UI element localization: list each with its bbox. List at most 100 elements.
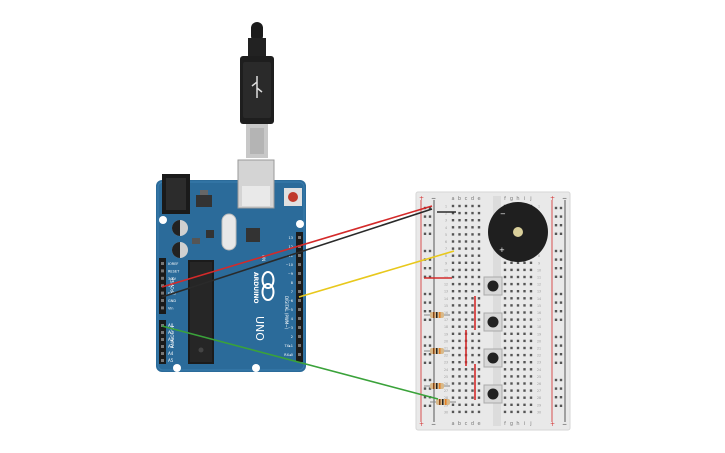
breadboard-hole[interactable] (471, 204, 474, 208)
breadboard-hole[interactable] (529, 368, 533, 371)
breadboard-hole[interactable] (503, 361, 507, 364)
breadboard-hole[interactable] (523, 382, 526, 385)
breadboard-hole[interactable] (523, 339, 526, 343)
power-pin[interactable] (161, 284, 164, 288)
rail-hole[interactable] (423, 353, 427, 356)
breadboard-hole[interactable] (477, 268, 481, 272)
breadboard-hole[interactable] (464, 254, 468, 257)
breadboard-hole[interactable] (471, 332, 474, 335)
breadboard-hole[interactable] (477, 332, 481, 335)
breadboard-hole[interactable] (516, 346, 520, 350)
digital-pin[interactable] (298, 308, 301, 311)
breadboard-hole[interactable] (458, 211, 461, 215)
power-pin[interactable] (161, 269, 164, 273)
breadboard-hole[interactable] (471, 268, 474, 272)
digital-pin[interactable] (298, 281, 301, 284)
rail-hole[interactable] (554, 318, 558, 321)
breadboard-hole[interactable] (529, 275, 533, 279)
push-button[interactable] (483, 384, 503, 404)
breadboard-hole[interactable] (451, 318, 455, 321)
breadboard-hole[interactable] (458, 353, 461, 357)
breadboard-hole[interactable] (464, 233, 468, 236)
breadboard-hole[interactable] (471, 403, 474, 406)
breadboard-hole[interactable] (516, 361, 520, 364)
rail-hole[interactable] (428, 404, 432, 407)
breadboard-hole[interactable] (477, 297, 481, 300)
rail-hole[interactable] (423, 344, 427, 347)
breadboard-hole[interactable] (510, 361, 513, 364)
breadboard-hole[interactable] (477, 368, 481, 371)
breadboard-hole[interactable] (477, 275, 481, 279)
breadboard-hole[interactable] (529, 290, 533, 293)
digital-pin[interactable] (298, 326, 301, 329)
breadboard-hole[interactable] (464, 240, 468, 243)
breadboard-hole[interactable] (458, 297, 461, 300)
breadboard-hole[interactable] (503, 282, 507, 286)
rail-hole[interactable] (554, 206, 558, 210)
breadboard-hole[interactable] (503, 368, 507, 371)
breadboard-hole[interactable] (516, 297, 520, 300)
breadboard-hole[interactable] (464, 297, 468, 300)
power-pin[interactable] (161, 276, 164, 280)
wire-pin9-yellow[interactable] (298, 250, 455, 298)
breadboard-hole[interactable] (451, 410, 455, 414)
breadboard-hole[interactable] (523, 282, 526, 286)
analog-pin[interactable] (161, 359, 164, 362)
breadboard-hole[interactable] (510, 382, 513, 385)
breadboard-hole[interactable] (477, 318, 481, 321)
rail-hole[interactable] (559, 224, 563, 227)
breadboard-hole[interactable] (471, 339, 474, 343)
breadboard-hole[interactable] (510, 389, 513, 392)
rail-hole[interactable] (554, 335, 558, 339)
breadboard-hole[interactable] (471, 382, 474, 385)
breadboard-hole[interactable] (477, 261, 481, 264)
breadboard-hole[interactable] (529, 325, 533, 328)
rail-hole[interactable] (554, 215, 558, 218)
breadboard-hole[interactable] (523, 332, 526, 335)
rail-hole[interactable] (559, 361, 563, 364)
breadboard-hole[interactable] (503, 375, 507, 378)
breadboard-hole[interactable] (503, 396, 507, 399)
rail-hole[interactable] (554, 344, 558, 347)
usb-cable[interactable] (240, 22, 274, 158)
breadboard-hole[interactable] (464, 311, 468, 314)
breadboard-hole[interactable] (503, 389, 507, 392)
breadboard-hole[interactable] (451, 332, 455, 335)
breadboard-hole[interactable] (529, 282, 533, 286)
rail-hole[interactable] (559, 292, 563, 296)
push-button[interactable] (483, 348, 503, 368)
breadboard-hole[interactable] (503, 346, 507, 350)
breadboard-hole[interactable] (503, 382, 507, 385)
breadboard-hole[interactable] (529, 268, 533, 272)
breadboard-hole[interactable] (516, 396, 520, 399)
breadboard-hole[interactable] (471, 325, 474, 328)
breadboard-hole[interactable] (458, 311, 461, 314)
breadboard-hole[interactable] (477, 247, 481, 250)
breadboard-hole[interactable] (464, 211, 468, 215)
breadboard-hole[interactable] (451, 325, 455, 328)
rail-hole[interactable] (554, 258, 558, 261)
breadboard-hole[interactable] (464, 382, 468, 385)
breadboard-hole[interactable] (451, 375, 455, 378)
power-pin[interactable] (161, 306, 164, 310)
digital-pin[interactable] (298, 236, 301, 239)
rail-hole[interactable] (554, 396, 558, 399)
rail-hole[interactable] (559, 267, 563, 270)
breadboard-hole[interactable] (451, 268, 455, 272)
breadboard-hole[interactable] (477, 396, 481, 399)
rail-hole[interactable] (428, 215, 432, 218)
rail-hole[interactable] (559, 396, 563, 399)
breadboard-hole[interactable] (477, 346, 481, 350)
breadboard-hole[interactable] (477, 403, 481, 406)
digital-pin[interactable] (298, 317, 301, 320)
breadboard-hole[interactable] (471, 290, 474, 293)
wire-a0-green[interactable] (161, 325, 439, 400)
breadboard-hole[interactable] (471, 346, 474, 350)
breadboard-hole[interactable] (477, 382, 481, 385)
breadboard-hole[interactable] (458, 226, 461, 229)
breadboard-hole[interactable] (458, 389, 461, 392)
breadboard-hole[interactable] (477, 353, 481, 357)
breadboard-hole[interactable] (458, 275, 461, 279)
breadboard-hole[interactable] (503, 304, 507, 307)
rail-hole[interactable] (423, 335, 427, 339)
